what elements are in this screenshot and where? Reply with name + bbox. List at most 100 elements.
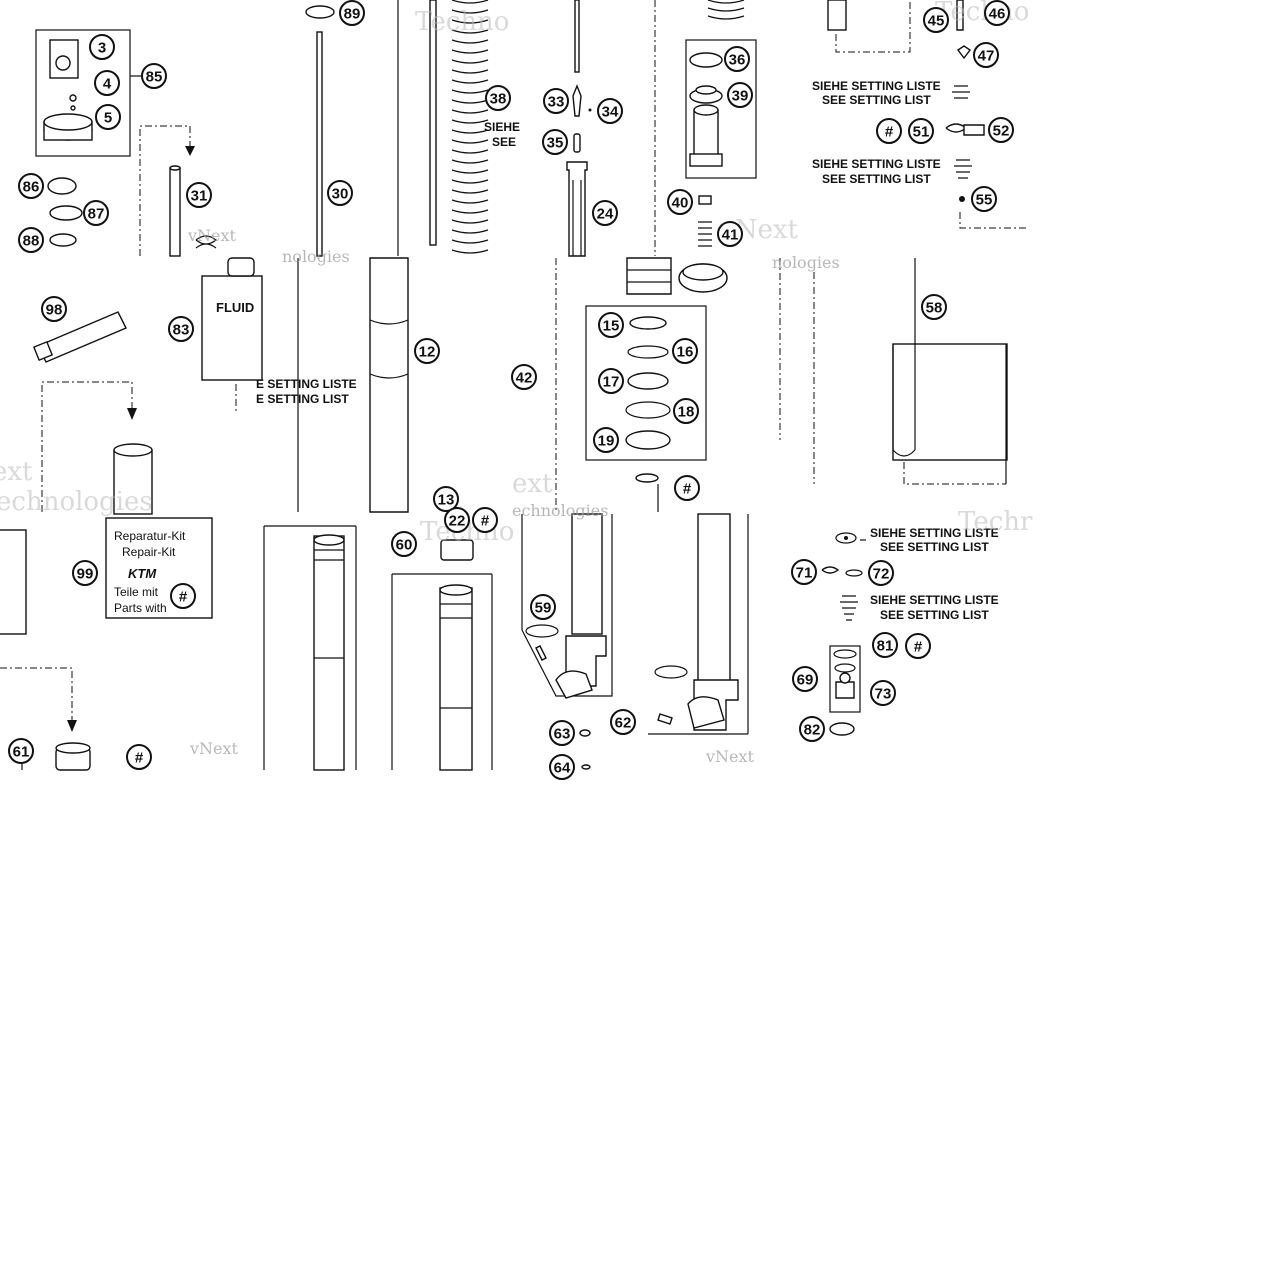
callout-part-22-number: 22: [449, 513, 466, 530]
callout-part-99-circle: [72, 560, 98, 586]
callout-part-87: 87: [83, 200, 109, 226]
callout-part-88: 88: [18, 227, 44, 253]
callout-part-69-circle: [792, 666, 818, 692]
callout-part-15: 15: [598, 312, 624, 338]
setting-en-1: SEE SETTING LIST: [822, 93, 931, 107]
callout-hash-6-circle: [170, 583, 196, 609]
callout-part-59: 59: [530, 594, 556, 620]
callout-part-24-circle: [592, 200, 618, 226]
callout-part-62-circle: [610, 709, 636, 735]
watermark-tech-frag: Techno: [415, 7, 509, 37]
setting-en-2: SEE SETTING LIST: [822, 172, 931, 186]
callout-part-5-number: 5: [104, 110, 112, 127]
callout-part-16: 16: [672, 338, 698, 364]
setting-de-2: SIEHE SETTING LISTE: [812, 157, 941, 171]
callout-part-88-circle: [18, 227, 44, 253]
tile-axle-clamps: vNext echnologies: [512, 501, 755, 770]
watermark-tech-frag-5: nologies: [282, 247, 350, 266]
watermark-tech-frag-9: echnologies: [512, 501, 608, 520]
callout-hash-3-circle: [126, 744, 152, 770]
callout-part-3-number: 3: [98, 40, 106, 57]
tile-seal-kit: ext: [512, 257, 781, 512]
callout-part-89: 89: [339, 0, 365, 26]
setting-partial-de: SIEHE: [484, 120, 520, 134]
callout-part-42-number: 42: [516, 370, 533, 387]
callout-part-40-number: 40: [672, 195, 689, 212]
callout-part-47-number: 47: [978, 48, 995, 65]
callout-part-16-number: 16: [677, 344, 694, 361]
callout-part-85-number: 85: [146, 69, 163, 86]
callout-part-4-circle: [94, 70, 120, 96]
callout-part-83-circle: [168, 316, 194, 342]
callout-part-59-circle: [530, 594, 556, 620]
callout-hash-4: #: [876, 118, 902, 144]
callout-part-19-number: 19: [598, 433, 615, 450]
callout-part-3: 3: [89, 34, 115, 60]
watermark-brand-4: vNext: [705, 747, 755, 766]
tile-base-valve: SIEHE SETTING LISTE SEE SETTING LIST SIE…: [821, 507, 1033, 736]
callout-part-64-circle: [549, 754, 575, 780]
callout-part-71-number: 71: [796, 565, 813, 582]
callout-part-46-number: 46: [989, 6, 1006, 23]
callout-part-61-number: 61: [13, 744, 30, 761]
callout-part-42-circle: [511, 364, 537, 390]
kit-brand-logo: KTM: [128, 566, 157, 581]
callout-part-12: 12: [414, 338, 440, 364]
callout-part-33: 33: [543, 88, 569, 114]
tile-cartridge: nologies: [772, 253, 1008, 485]
callout-part-86-number: 86: [23, 179, 40, 196]
callout-part-17-circle: [598, 368, 624, 394]
callout-part-5-circle: [95, 104, 121, 130]
callout-part-51-circle: [908, 118, 934, 144]
callout-hash-6: #: [170, 583, 196, 609]
callout-part-4: 4: [94, 70, 120, 96]
callout-part-69: 69: [792, 666, 818, 692]
setting-en-3: SEE SETTING LIST: [880, 540, 989, 554]
watermark-tech-frag-3: ext: [0, 457, 33, 487]
callout-part-41-circle: [717, 221, 743, 247]
kit-line1: Reparatur-Kit: [114, 529, 186, 543]
tile-cap-assembly: vNext: [35, 5, 335, 257]
callout-part-40-circle: [667, 189, 693, 215]
callout-part-38: 38: [485, 85, 511, 111]
watermark-brand: vNext: [187, 226, 237, 245]
callout-part-35-number: 35: [547, 135, 564, 152]
callout-part-15-number: 15: [603, 318, 620, 335]
callout-part-3-circle: [89, 34, 115, 60]
setting-de-partial: E SETTING LISTE: [256, 377, 357, 391]
callout-part-63: 63: [549, 720, 575, 746]
callout-hash-1: #: [674, 475, 700, 501]
callout-part-60-circle: [391, 531, 417, 557]
callout-part-51: 51: [908, 118, 934, 144]
callout-part-63-circle: [549, 720, 575, 746]
setting-en-partial: E SETTING LIST: [256, 392, 349, 406]
callout-part-81-number: 81: [877, 638, 894, 655]
callout-part-52-number: 52: [993, 123, 1010, 140]
callout-part-81-circle: [872, 632, 898, 658]
kit-line4: Parts with: [114, 601, 167, 615]
callout-part-24-number: 24: [597, 206, 614, 223]
callout-part-38-number: 38: [490, 91, 507, 108]
callout-part-51-number: 51: [913, 124, 930, 141]
callout-hash-5-number: #: [481, 513, 490, 530]
callout-part-22: 22: [444, 507, 470, 533]
callout-part-36-number: 36: [729, 52, 746, 69]
watermark-tech-frag-2: Techno: [935, 0, 1029, 27]
callout-part-18-number: 18: [678, 404, 695, 421]
callout-part-83: 83: [168, 316, 194, 342]
callout-hash-5-circle: [472, 507, 498, 533]
callout-part-98: 98: [41, 296, 67, 322]
callout-part-31-number: 31: [191, 188, 208, 205]
kit-line3: Teile mit: [114, 585, 159, 599]
callout-part-87-number: 87: [88, 206, 105, 223]
watermark-tech-frag-6: ext: [512, 469, 553, 499]
callout-part-72-number: 72: [873, 566, 890, 583]
callout-part-15-circle: [598, 312, 624, 338]
callout-part-24: 24: [592, 200, 618, 226]
callout-hash-3: #: [126, 744, 152, 770]
fluid-label: FLUID: [216, 300, 254, 315]
callout-part-22-circle: [444, 507, 470, 533]
callout-part-82: 82: [799, 716, 825, 742]
callout-hash-1-circle: [674, 475, 700, 501]
